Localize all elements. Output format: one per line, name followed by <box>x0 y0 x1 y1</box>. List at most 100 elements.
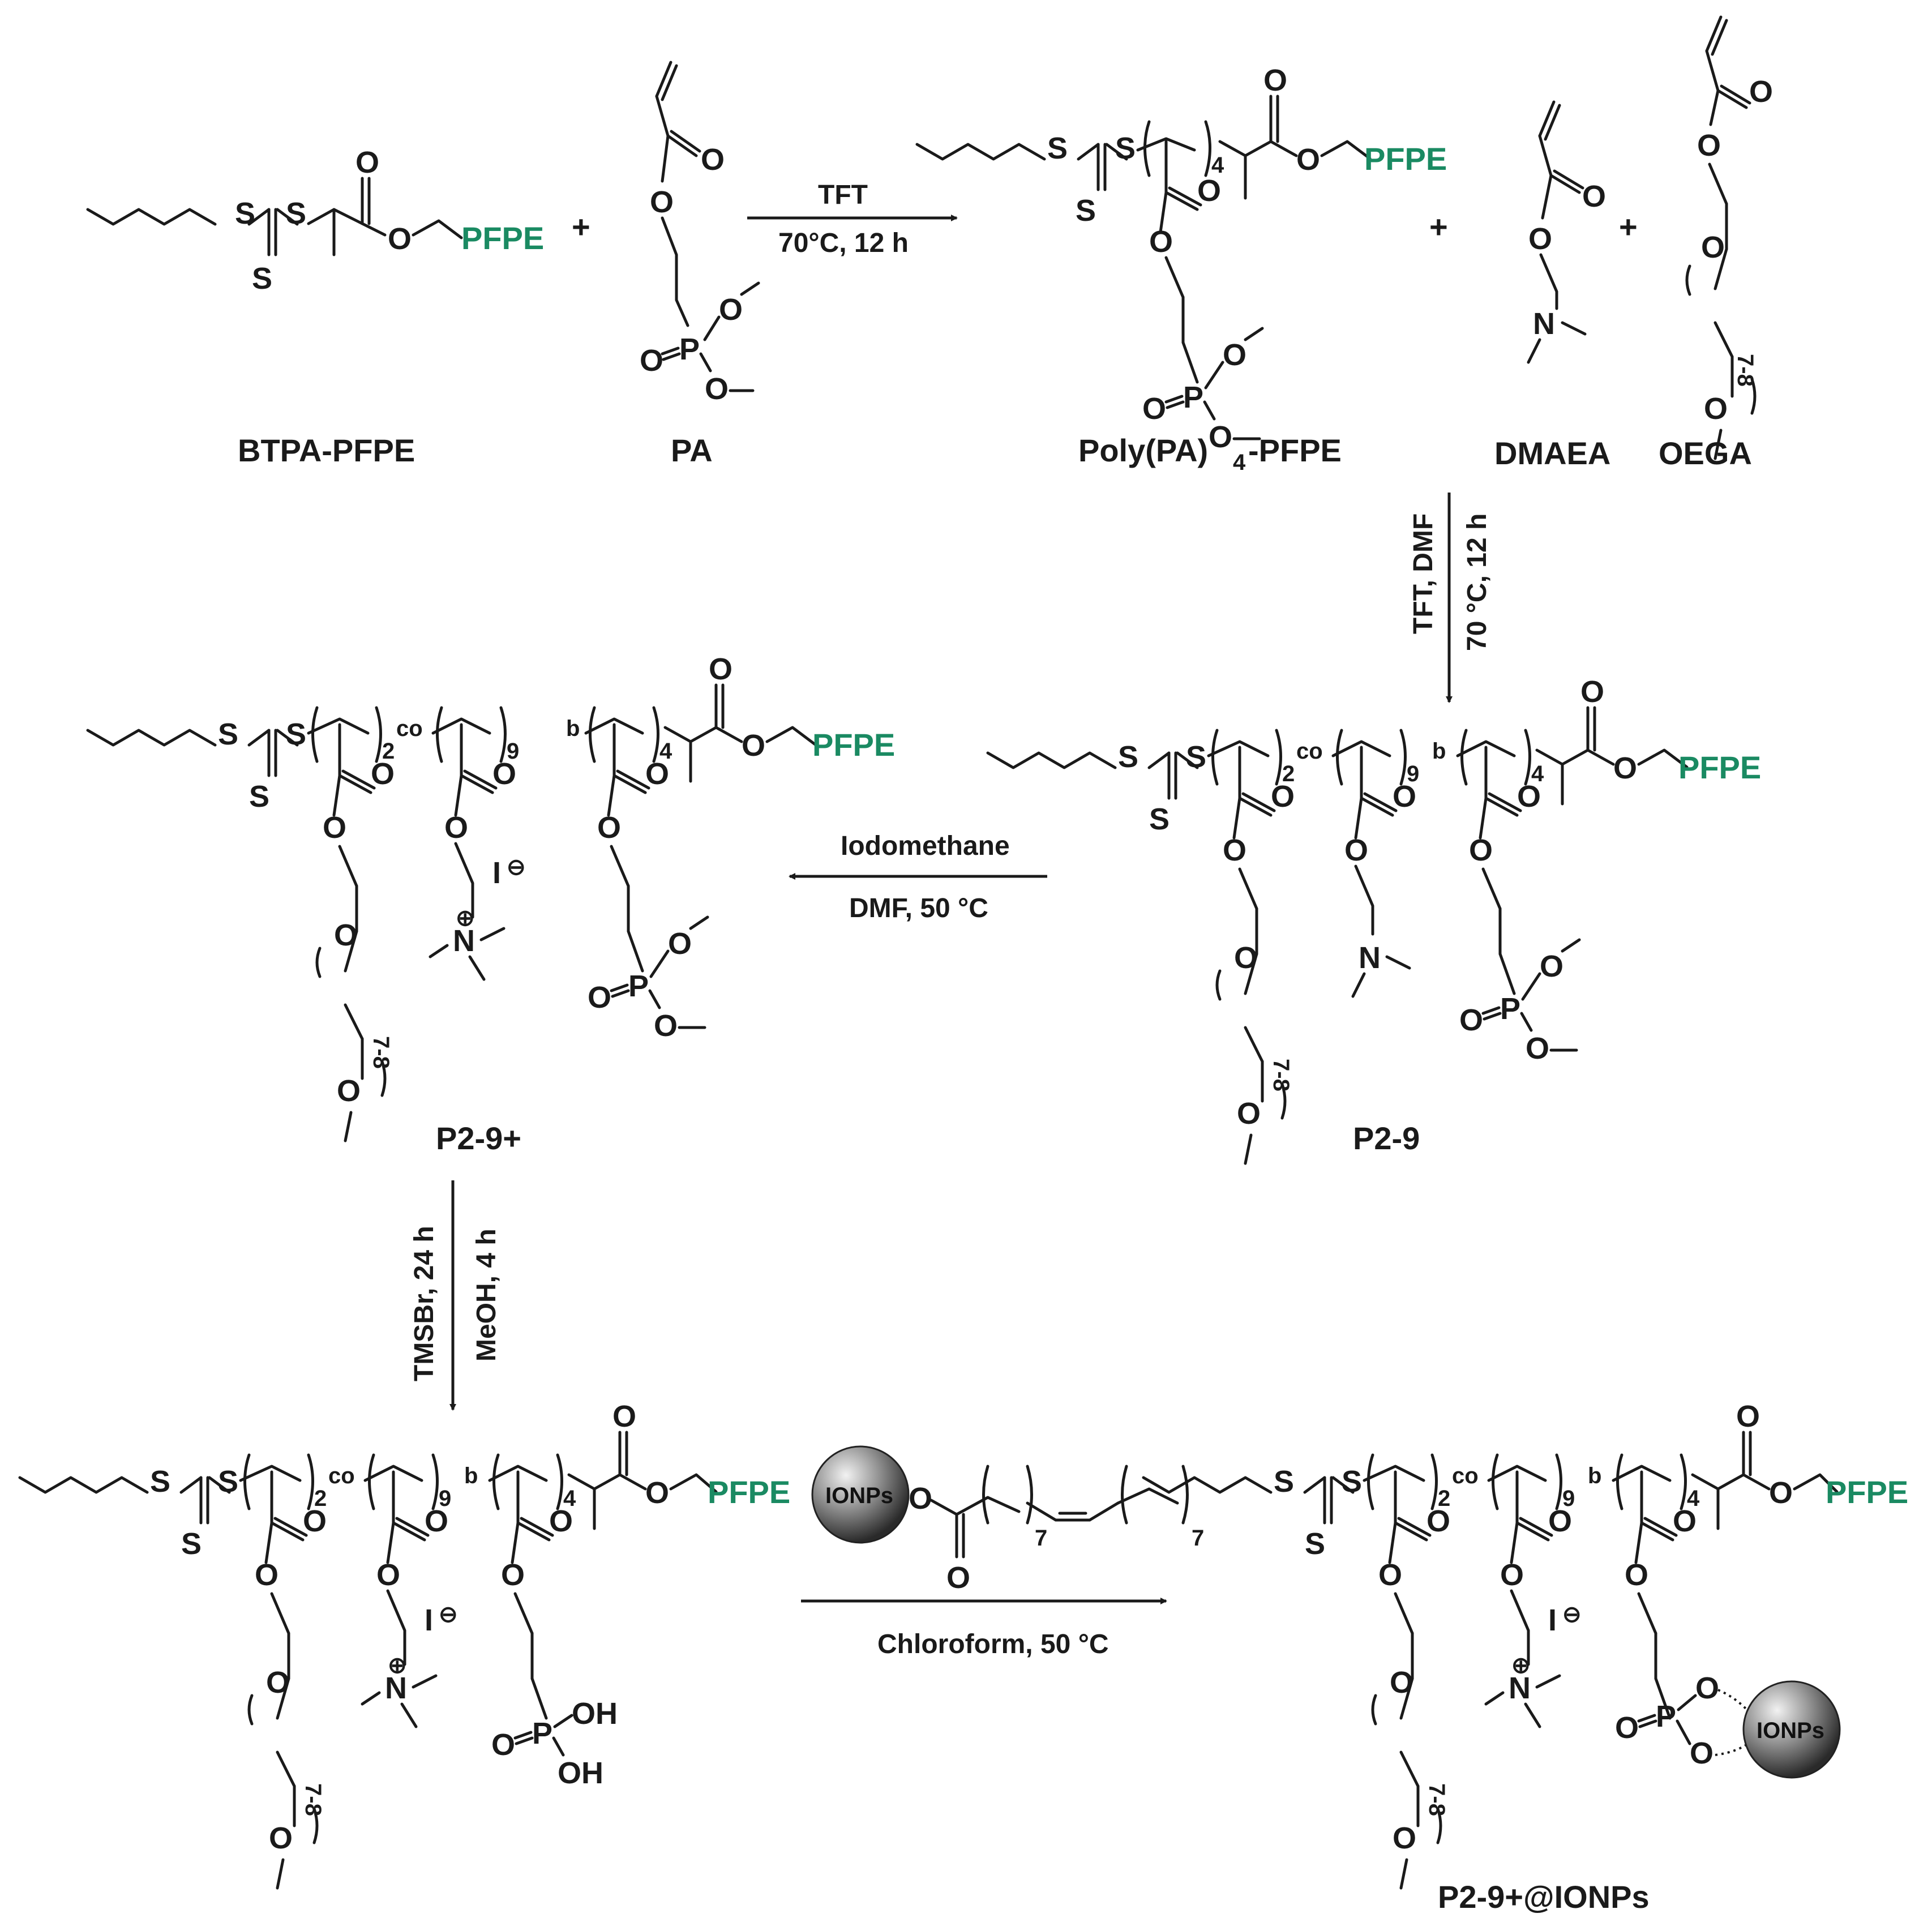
cond-step3-top: Iodomethane <box>841 831 1010 861</box>
repeat-9: 9 <box>439 1486 451 1511</box>
atom-oh: OH <box>572 1697 618 1731</box>
poly-pa4-pfpe-structure: S S S 4 O O PFPE O O P O O O <box>917 63 1447 454</box>
atom-o: O <box>1237 1097 1261 1131</box>
atom-o: O <box>1613 751 1637 785</box>
label-poly-pa4-suffix: -PFPE <box>1248 433 1342 468</box>
block-label: b <box>1588 1463 1601 1488</box>
co-label: co <box>1296 739 1323 764</box>
co-label: co <box>1452 1463 1479 1488</box>
cond-step5-bottom: Chloroform, 50 °C <box>877 1629 1109 1659</box>
ionps-label: IONPs <box>1757 1718 1824 1743</box>
label-p29plus: P2-9+ <box>436 1120 521 1156</box>
atom-s: S <box>252 262 272 296</box>
atom-s: S <box>1186 740 1206 774</box>
atom-o: O <box>1528 222 1552 256</box>
atom-o: O <box>491 1728 515 1762</box>
atom-o: O <box>371 757 395 791</box>
plus-sign: + <box>1429 209 1448 245</box>
repeat-2: 2 <box>314 1486 327 1511</box>
atom-o: O <box>612 1399 636 1433</box>
atom-o: O <box>1673 1504 1697 1538</box>
atom-o: O <box>388 222 412 256</box>
atom-s: S <box>1305 1527 1325 1561</box>
p29plus-structure: S S S 2 co 9 b 4 O O PFPE O O O 7-8 O O <box>88 652 895 1141</box>
cond-step1-top: TFT <box>818 180 868 210</box>
p29-structure: S S S 2 co 9 b 4 O O PFPE O O O 7-8 O O … <box>988 675 1761 1163</box>
atom-p: P <box>679 332 700 366</box>
atom-i: I <box>425 1603 433 1637</box>
atom-s: S <box>1149 802 1170 836</box>
repeat-9: 9 <box>1562 1486 1575 1511</box>
cond-step4-left: TMSBr, 24 h <box>409 1226 439 1381</box>
atom-o: O <box>1690 1736 1713 1770</box>
label-p29: P2-9 <box>1353 1120 1420 1156</box>
atom-p: P <box>1500 992 1520 1026</box>
ionps-sphere <box>1742 1680 1841 1779</box>
repeat-4: 4 <box>1531 761 1544 786</box>
atom-o: O <box>1390 1666 1413 1700</box>
atom-o: O <box>323 811 346 845</box>
atom-o: O <box>1749 75 1773 109</box>
atom-o: O <box>645 757 669 791</box>
label-oega: OEGA <box>1659 435 1752 471</box>
repeat-2: 2 <box>1282 761 1295 786</box>
atom-o: O <box>266 1666 290 1700</box>
atom-o: O <box>1296 143 1320 177</box>
atom-o: O <box>549 1504 573 1538</box>
atom-o: O <box>1149 225 1173 259</box>
atom-p: P <box>1183 380 1203 414</box>
cond-step4-right: MeOH, 4 h <box>472 1228 502 1362</box>
pfpe-label: PFPE <box>708 1474 790 1510</box>
charge-minus: ⊖ <box>439 1602 458 1627</box>
repeat-2: 2 <box>382 739 395 764</box>
ionps-sphere <box>811 1445 910 1544</box>
pa-structure: O O P O O O <box>640 61 760 406</box>
repeat-4: 4 <box>1687 1486 1700 1511</box>
atom-s: S <box>150 1465 170 1499</box>
atom-o: O <box>650 185 674 219</box>
atom-o: O <box>303 1504 327 1538</box>
repeat-4: 4 <box>659 739 672 764</box>
atom-i: I <box>1548 1603 1557 1637</box>
block-label: b <box>566 716 580 741</box>
atom-o: O <box>1701 230 1725 264</box>
atom-o: O <box>1234 941 1258 975</box>
atom-o: O <box>1704 392 1728 426</box>
ionps-label: IONPs <box>825 1483 893 1508</box>
atom-o: O <box>376 1558 400 1592</box>
atom-o: O <box>1223 833 1246 867</box>
atom-o: O <box>1580 675 1604 709</box>
atom-n: N <box>1509 1671 1531 1705</box>
atom-s: S <box>218 1465 238 1499</box>
atom-o: O <box>1223 338 1246 372</box>
ionps-oleate-reagent: IONPs O O 7 7 <box>811 1445 1204 1595</box>
plus-sign: + <box>572 209 590 245</box>
atom-o: O <box>334 918 358 952</box>
atom-o: O <box>1548 1504 1572 1538</box>
cond-step1-bottom: 70°C, 12 h <box>778 228 909 258</box>
atom-s: S <box>1342 1465 1362 1499</box>
plus-sign: + <box>1619 209 1638 245</box>
repeat-7-8: 7-8 <box>1424 1783 1449 1816</box>
atom-o: O <box>1426 1504 1450 1538</box>
atom-o: O <box>946 1561 970 1595</box>
atom-s: S <box>181 1527 202 1561</box>
atom-n: N <box>385 1671 407 1705</box>
atom-o: O <box>425 1504 448 1538</box>
atom-o: O <box>709 652 732 686</box>
atom-s: S <box>1115 131 1136 165</box>
pfpe-label: PFPE <box>812 727 895 763</box>
pfpe-label: PFPE <box>1678 750 1761 785</box>
atom-oh: OH <box>558 1756 603 1790</box>
atom-n: N <box>1359 941 1381 975</box>
atom-o: O <box>742 729 765 763</box>
atom-s: S <box>1118 740 1138 774</box>
atom-s: S <box>286 717 306 751</box>
atom-s: S <box>1274 1465 1294 1499</box>
atom-p: P <box>1656 1700 1676 1733</box>
atom-o: O <box>1142 392 1166 426</box>
atom-o: O <box>1469 833 1493 867</box>
block-label: b <box>1432 739 1446 764</box>
atom-o: O <box>1526 1031 1549 1065</box>
